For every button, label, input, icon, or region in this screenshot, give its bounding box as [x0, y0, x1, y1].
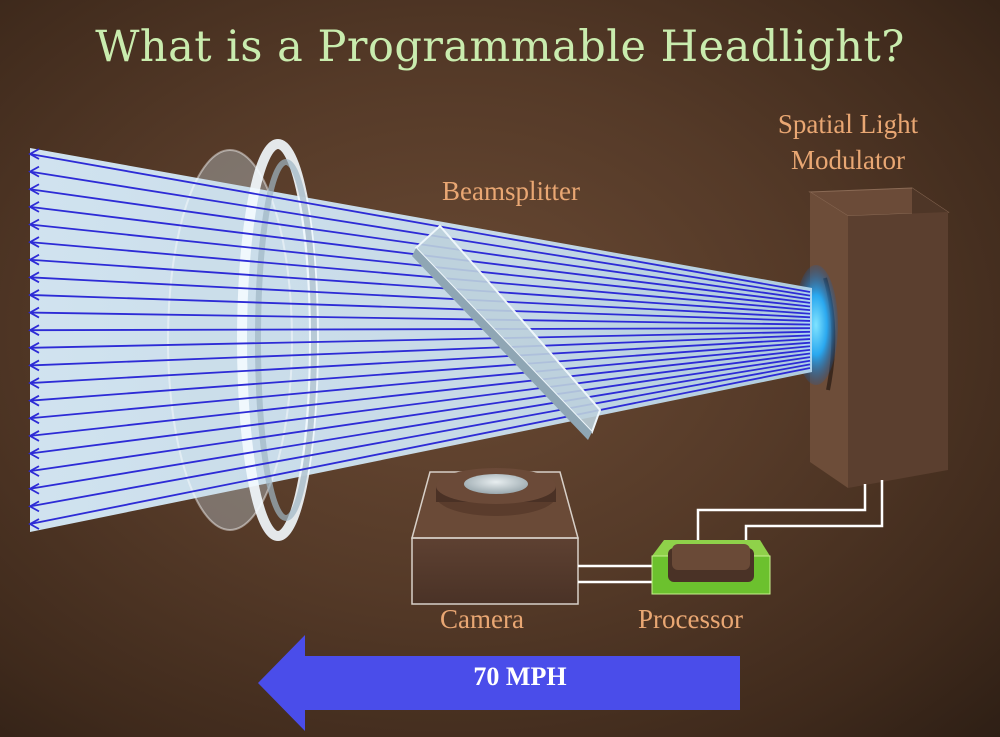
spatial-light-modulator-label: Spatial Light Modulator	[748, 106, 948, 178]
spatial-light-modulator-label-line1: Spatial Light	[777, 109, 919, 139]
ray-arrowhead	[28, 289, 40, 301]
light-ray	[29, 258, 811, 315]
ray-arrowhead	[28, 271, 40, 284]
ray-arrowhead	[28, 253, 40, 266]
spatial-light-modulator-label-line2: Modulator	[791, 145, 905, 175]
ray-arrowhead	[28, 306, 40, 319]
slide-title: What is a Programmable Headlight?	[95, 22, 905, 72]
beamsplitter-label: Beamsplitter	[442, 176, 580, 206]
light-ray	[29, 327, 811, 332]
light-ray	[29, 367, 811, 525]
light-ray	[29, 334, 811, 367]
ray-arrowhead	[28, 465, 40, 477]
ray-arrowhead	[28, 148, 40, 160]
processor-label: Processor	[638, 604, 743, 634]
ray-arrowhead	[28, 377, 40, 389]
ray-arrowhead	[28, 183, 40, 196]
light-ray	[29, 223, 811, 308]
ray-arrowhead	[28, 412, 40, 425]
ray-arrowhead	[28, 201, 40, 213]
light-ray	[29, 311, 811, 326]
light-ray	[29, 276, 811, 319]
left-arrow-icon	[258, 635, 740, 731]
light-ray	[29, 341, 811, 402]
light-rays	[28, 148, 811, 530]
light-ray	[29, 153, 811, 293]
light-ray	[29, 241, 811, 311]
light-ray	[29, 338, 811, 384]
ray-arrowhead	[28, 394, 40, 407]
light-ray	[29, 170, 811, 297]
ray-arrowhead	[28, 165, 40, 178]
ray-arrowhead	[28, 324, 40, 336]
ray-arrowhead	[28, 236, 40, 248]
speed-label: 70 MPH	[473, 662, 567, 691]
light-ray	[29, 359, 811, 490]
spatial-light-modulator-icon	[794, 187, 950, 488]
light-ray	[29, 349, 811, 437]
ray-arrowhead	[28, 518, 40, 530]
ray-arrowhead	[28, 482, 40, 495]
ray-arrowhead	[28, 342, 40, 354]
processor-chip-icon	[651, 540, 771, 595]
light-ray	[29, 294, 811, 322]
ray-arrowhead	[28, 430, 40, 442]
light-ray	[29, 345, 811, 420]
ray-arrowhead	[28, 447, 40, 460]
ray-arrowhead	[28, 500, 40, 513]
beamsplitter-icon	[412, 224, 602, 440]
ray-arrowhead	[28, 218, 40, 231]
camera-label: Camera	[440, 604, 524, 634]
ray-arrowhead	[28, 359, 40, 372]
light-ray	[29, 356, 811, 473]
light-ray	[29, 363, 811, 508]
light-ray	[29, 352, 811, 455]
camera-icon	[411, 468, 579, 605]
lens-icon	[167, 139, 319, 541]
light-ray	[29, 330, 811, 349]
